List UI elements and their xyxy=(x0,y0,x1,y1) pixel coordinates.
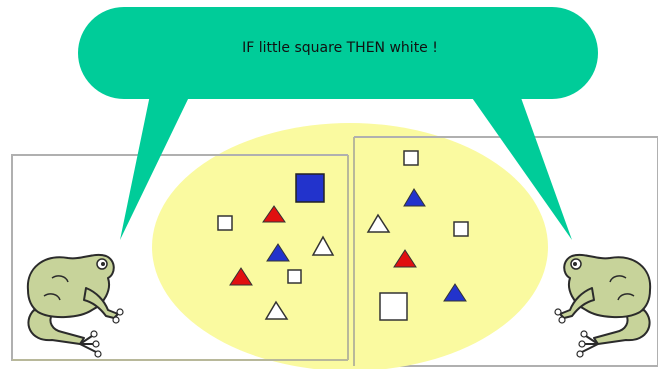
square-large-white xyxy=(380,293,407,320)
square-small-white-3 xyxy=(404,151,418,165)
square-large-blue xyxy=(296,174,324,202)
speech-bubble-text: IF little square THEN white ! xyxy=(150,40,530,56)
right-frog-icon xyxy=(555,255,650,357)
yellow-ellipse xyxy=(152,123,548,369)
left-frog-icon xyxy=(28,255,123,357)
square-small-white-1 xyxy=(218,216,232,230)
square-small-white-4 xyxy=(454,222,468,236)
square-small-white-2 xyxy=(288,270,301,283)
